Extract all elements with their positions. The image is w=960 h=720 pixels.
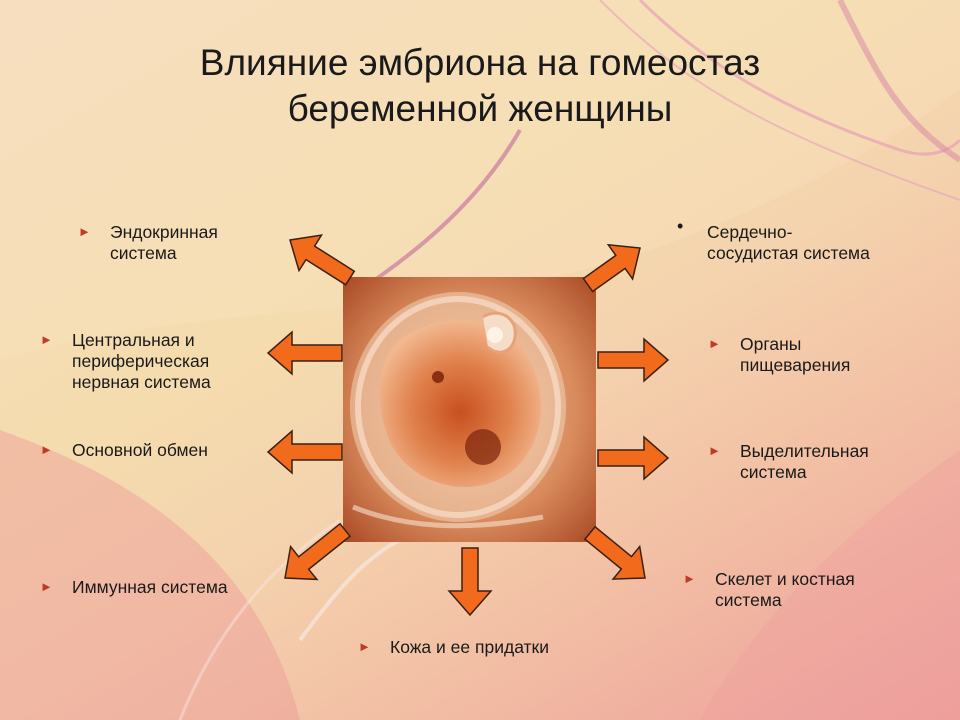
item-label: Кожа и ее придатки xyxy=(390,637,549,657)
item-skin: ► Кожа и ее придатки xyxy=(358,637,600,658)
arrow-nervous-icon xyxy=(266,330,343,376)
item-label: Скелет и костная система xyxy=(715,569,855,610)
arrow-skin-icon xyxy=(447,547,493,617)
item-endocrine: ► Эндокринная система xyxy=(78,222,270,264)
slide-title-line-1: Влияние эмбриона на гомеостаз xyxy=(199,42,761,83)
item-label: Иммунная система xyxy=(72,577,228,597)
item-cardiovascular: • Сердечно- сосудистая система xyxy=(677,216,917,264)
item-label: Выделительная система xyxy=(740,441,869,482)
bullet-icon: ► xyxy=(78,224,91,239)
bullet-icon: ► xyxy=(683,571,696,586)
item-label: Центральная и периферическая нервная сис… xyxy=(72,330,211,392)
item-digestive: ► Органы пищеварения xyxy=(708,334,920,376)
item-label: Органы пищеварения xyxy=(740,334,851,375)
bullet-icon: ► xyxy=(358,639,371,654)
item-label: Основной обмен xyxy=(72,440,208,460)
embryo-photo xyxy=(343,277,596,542)
bullet-icon: • xyxy=(677,216,684,236)
bullet-icon: ► xyxy=(40,579,53,594)
bullet-icon: ► xyxy=(708,443,721,458)
arrow-metabolism-icon xyxy=(266,429,343,475)
item-metabolism: ► Основной обмен xyxy=(40,440,272,461)
slide-title: Влияние эмбриона на гомеостаз беременной… xyxy=(110,40,850,132)
item-excretory: ► Выделительная система xyxy=(708,441,920,483)
item-skeletal: ► Скелет и костная система xyxy=(683,569,915,611)
bullet-icon: ► xyxy=(40,332,53,347)
arrow-endocrine-icon xyxy=(289,234,356,286)
bullet-icon: ► xyxy=(40,442,53,457)
bullet-icon: ► xyxy=(708,336,721,351)
arrow-cardiovascular-icon xyxy=(582,243,641,293)
slide-title-line-2: беременной женщины xyxy=(287,88,673,129)
item-immune: ► Иммунная система xyxy=(40,577,272,598)
item-label: Эндокринная система xyxy=(110,222,218,263)
item-label: Сердечно- сосудистая система xyxy=(707,222,870,263)
item-nervous: ► Центральная и периферическая нервная с… xyxy=(40,330,272,393)
arrow-immune-icon xyxy=(284,522,352,581)
arrow-skeletal-icon xyxy=(583,525,646,580)
arrow-digestive-icon xyxy=(597,337,670,383)
arrow-excretory-icon xyxy=(597,435,670,481)
